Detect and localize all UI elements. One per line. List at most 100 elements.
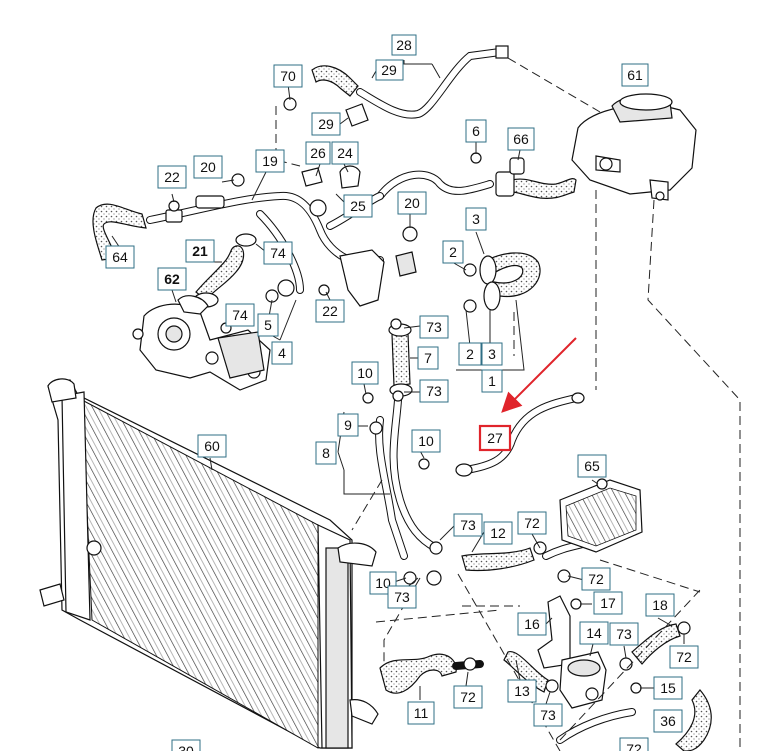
- callout-2[interactable]: 2: [442, 240, 464, 264]
- svg-text:7: 7: [424, 350, 432, 366]
- callout-73[interactable]: 73: [533, 703, 563, 727]
- svg-text:2: 2: [466, 346, 474, 362]
- callout-25[interactable]: 25: [343, 194, 373, 218]
- callout-15[interactable]: 15: [653, 676, 683, 700]
- callout-20[interactable]: 20: [397, 191, 427, 215]
- svg-text:10: 10: [357, 365, 373, 381]
- svg-text:6: 6: [472, 123, 480, 139]
- callout-73[interactable]: 73: [419, 379, 449, 403]
- callout-8[interactable]: 8: [315, 441, 337, 465]
- callout-7[interactable]: 7: [417, 346, 439, 370]
- svg-text:72: 72: [626, 741, 642, 751]
- callout-29[interactable]: 29: [375, 59, 404, 81]
- svg-text:3: 3: [488, 346, 496, 362]
- callout-21[interactable]: 21: [185, 239, 215, 263]
- callout-19[interactable]: 19: [255, 149, 285, 173]
- connector-t-piece: [165, 103, 477, 435]
- callout-62[interactable]: 62: [157, 267, 187, 291]
- svg-text:72: 72: [588, 571, 604, 587]
- callout-70[interactable]: 70: [273, 64, 303, 88]
- svg-text:73: 73: [426, 383, 442, 399]
- svg-text:72: 72: [676, 649, 692, 665]
- callout-66[interactable]: 66: [507, 127, 535, 151]
- svg-text:22: 22: [164, 169, 180, 185]
- svg-text:4: 4: [278, 345, 286, 361]
- svg-text:18: 18: [652, 597, 668, 613]
- svg-text:29: 29: [318, 116, 334, 132]
- svg-text:60: 60: [204, 438, 220, 454]
- svg-text:10: 10: [418, 433, 434, 449]
- svg-text:15: 15: [660, 680, 676, 696]
- oil-cooler: [559, 478, 643, 553]
- callout-22[interactable]: 22: [157, 165, 187, 189]
- svg-text:21: 21: [192, 243, 208, 259]
- callout-3[interactable]: 3: [465, 207, 487, 231]
- svg-text:20: 20: [200, 159, 216, 175]
- callout-20[interactable]: 20: [193, 155, 223, 179]
- callout-72[interactable]: 72: [517, 511, 547, 535]
- callout-72[interactable]: 72: [619, 737, 649, 751]
- svg-text:30: 30: [178, 743, 194, 751]
- callout-26[interactable]: 26: [305, 141, 331, 165]
- svg-text:28: 28: [396, 37, 412, 53]
- svg-text:24: 24: [337, 145, 353, 161]
- callout-12[interactable]: 12: [483, 521, 513, 545]
- callout-14[interactable]: 14: [579, 621, 609, 645]
- callout-74[interactable]: 74: [225, 303, 255, 327]
- callout-65[interactable]: 65: [577, 454, 607, 478]
- callout-73[interactable]: 73: [387, 585, 417, 609]
- callout-11[interactable]: 11: [407, 701, 435, 725]
- svg-text:27: 27: [487, 430, 503, 446]
- dashed-reference-lines: [275, 57, 741, 751]
- svg-text:16: 16: [524, 616, 540, 632]
- svg-text:2: 2: [449, 244, 457, 260]
- svg-text:61: 61: [627, 67, 643, 83]
- callout-29[interactable]: 29: [311, 112, 341, 136]
- callout-labels: 28 29 70 61 29 6 66 26 24 22 20 19 25 20…: [105, 34, 699, 751]
- callout-74[interactable]: 74: [263, 241, 293, 265]
- callout-61[interactable]: 61: [621, 63, 649, 87]
- svg-text:73: 73: [616, 626, 632, 642]
- callout-9[interactable]: 9: [337, 413, 359, 437]
- callout-17[interactable]: 17: [593, 591, 623, 615]
- callout-6[interactable]: 6: [465, 119, 487, 143]
- callout-72[interactable]: 72: [669, 645, 699, 669]
- callout-72[interactable]: 72: [581, 567, 611, 591]
- svg-text:13: 13: [514, 683, 530, 699]
- svg-text:62: 62: [164, 271, 180, 287]
- callout-1[interactable]: 1: [481, 369, 503, 393]
- callout-24[interactable]: 24: [331, 141, 359, 165]
- callout-73[interactable]: 73: [453, 513, 483, 537]
- callout-18[interactable]: 18: [645, 593, 675, 617]
- callout-16[interactable]: 16: [517, 612, 547, 636]
- callout-22[interactable]: 22: [315, 299, 345, 323]
- callout-10[interactable]: 10: [351, 361, 379, 385]
- callout-73[interactable]: 73: [419, 315, 449, 339]
- highlight-arrow: [501, 337, 577, 413]
- svg-text:19: 19: [262, 153, 278, 169]
- callout-13[interactable]: 13: [507, 679, 537, 703]
- callout-36[interactable]: 36: [653, 709, 683, 733]
- callout-4[interactable]: 4: [271, 341, 293, 365]
- callout-64[interactable]: 64: [105, 245, 135, 269]
- callout-72[interactable]: 72: [453, 685, 483, 709]
- svg-text:11: 11: [414, 705, 429, 721]
- svg-text:73: 73: [460, 517, 476, 533]
- svg-text:3: 3: [472, 211, 480, 227]
- callout-73[interactable]: 73: [609, 622, 639, 646]
- callout-5[interactable]: 5: [257, 313, 279, 337]
- callout-27-highlighted[interactable]: 27: [478, 424, 512, 452]
- svg-text:65: 65: [584, 458, 600, 474]
- callout-10[interactable]: 10: [411, 429, 441, 453]
- svg-text:64: 64: [112, 249, 128, 265]
- callout-30[interactable]: 30: [171, 739, 201, 751]
- svg-text:74: 74: [270, 245, 286, 261]
- callout-2[interactable]: 2: [458, 342, 482, 366]
- svg-text:73: 73: [426, 319, 442, 335]
- svg-text:9: 9: [344, 417, 352, 433]
- callout-3[interactable]: 3: [481, 342, 503, 366]
- callout-28[interactable]: 28: [391, 34, 417, 56]
- auxiliary-pump: [537, 595, 607, 709]
- callout-60[interactable]: 60: [197, 434, 227, 458]
